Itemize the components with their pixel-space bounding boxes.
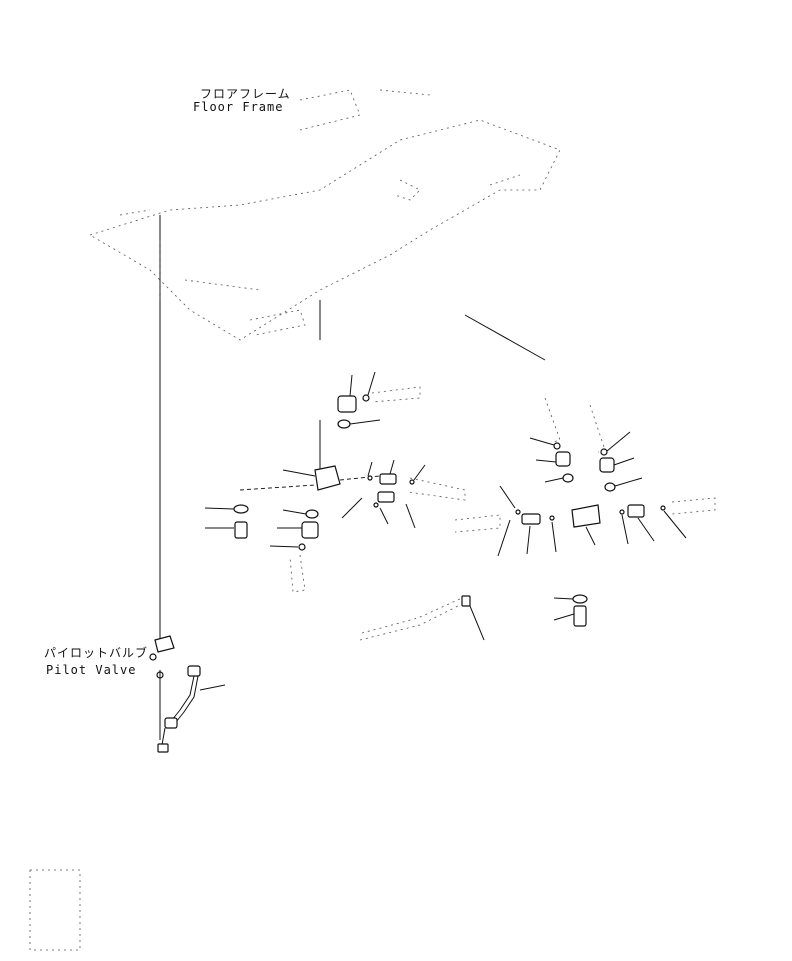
pilot-valve-label-en: Pilot Valve xyxy=(46,663,137,677)
bolt-washer-right xyxy=(553,594,588,627)
right-leader-line xyxy=(464,314,546,361)
pilot-valve-label-jp: パイロットバルブ xyxy=(44,646,149,660)
hose-fittings-right-upper xyxy=(529,397,643,492)
tee-fittings-center xyxy=(341,459,466,529)
floor-frame-outline xyxy=(89,89,561,341)
elbow-fitting-left xyxy=(269,509,319,593)
bolt-washer-left xyxy=(204,504,249,539)
corner-mark xyxy=(29,869,81,951)
floor-frame-label-jp: フロアフレーム xyxy=(200,87,291,101)
floor-frame-label-en: Floor Frame xyxy=(193,100,284,114)
manifold-block-right xyxy=(571,504,601,546)
long-hose-lower xyxy=(359,595,485,641)
pilot-valve-assembly xyxy=(149,635,226,753)
elbow-fitting-upper xyxy=(337,371,421,429)
manifold-block-left xyxy=(239,465,381,491)
fittings-right-row xyxy=(454,485,716,557)
